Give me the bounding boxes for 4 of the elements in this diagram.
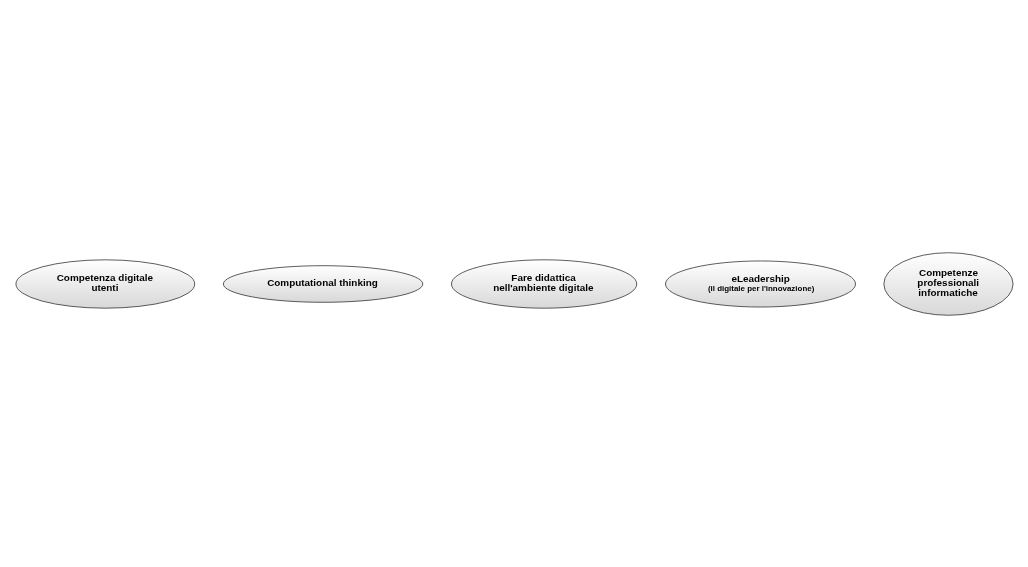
node-ellipse: Fare didattica nell'ambiente digitale — [450, 258, 637, 309]
node-ellipse: Computational thinking — [222, 264, 423, 303]
node-ellipse: Competenza digitale utenti — [15, 258, 195, 309]
node-ellipse: Competenze professionali informatiche — [882, 251, 1013, 316]
